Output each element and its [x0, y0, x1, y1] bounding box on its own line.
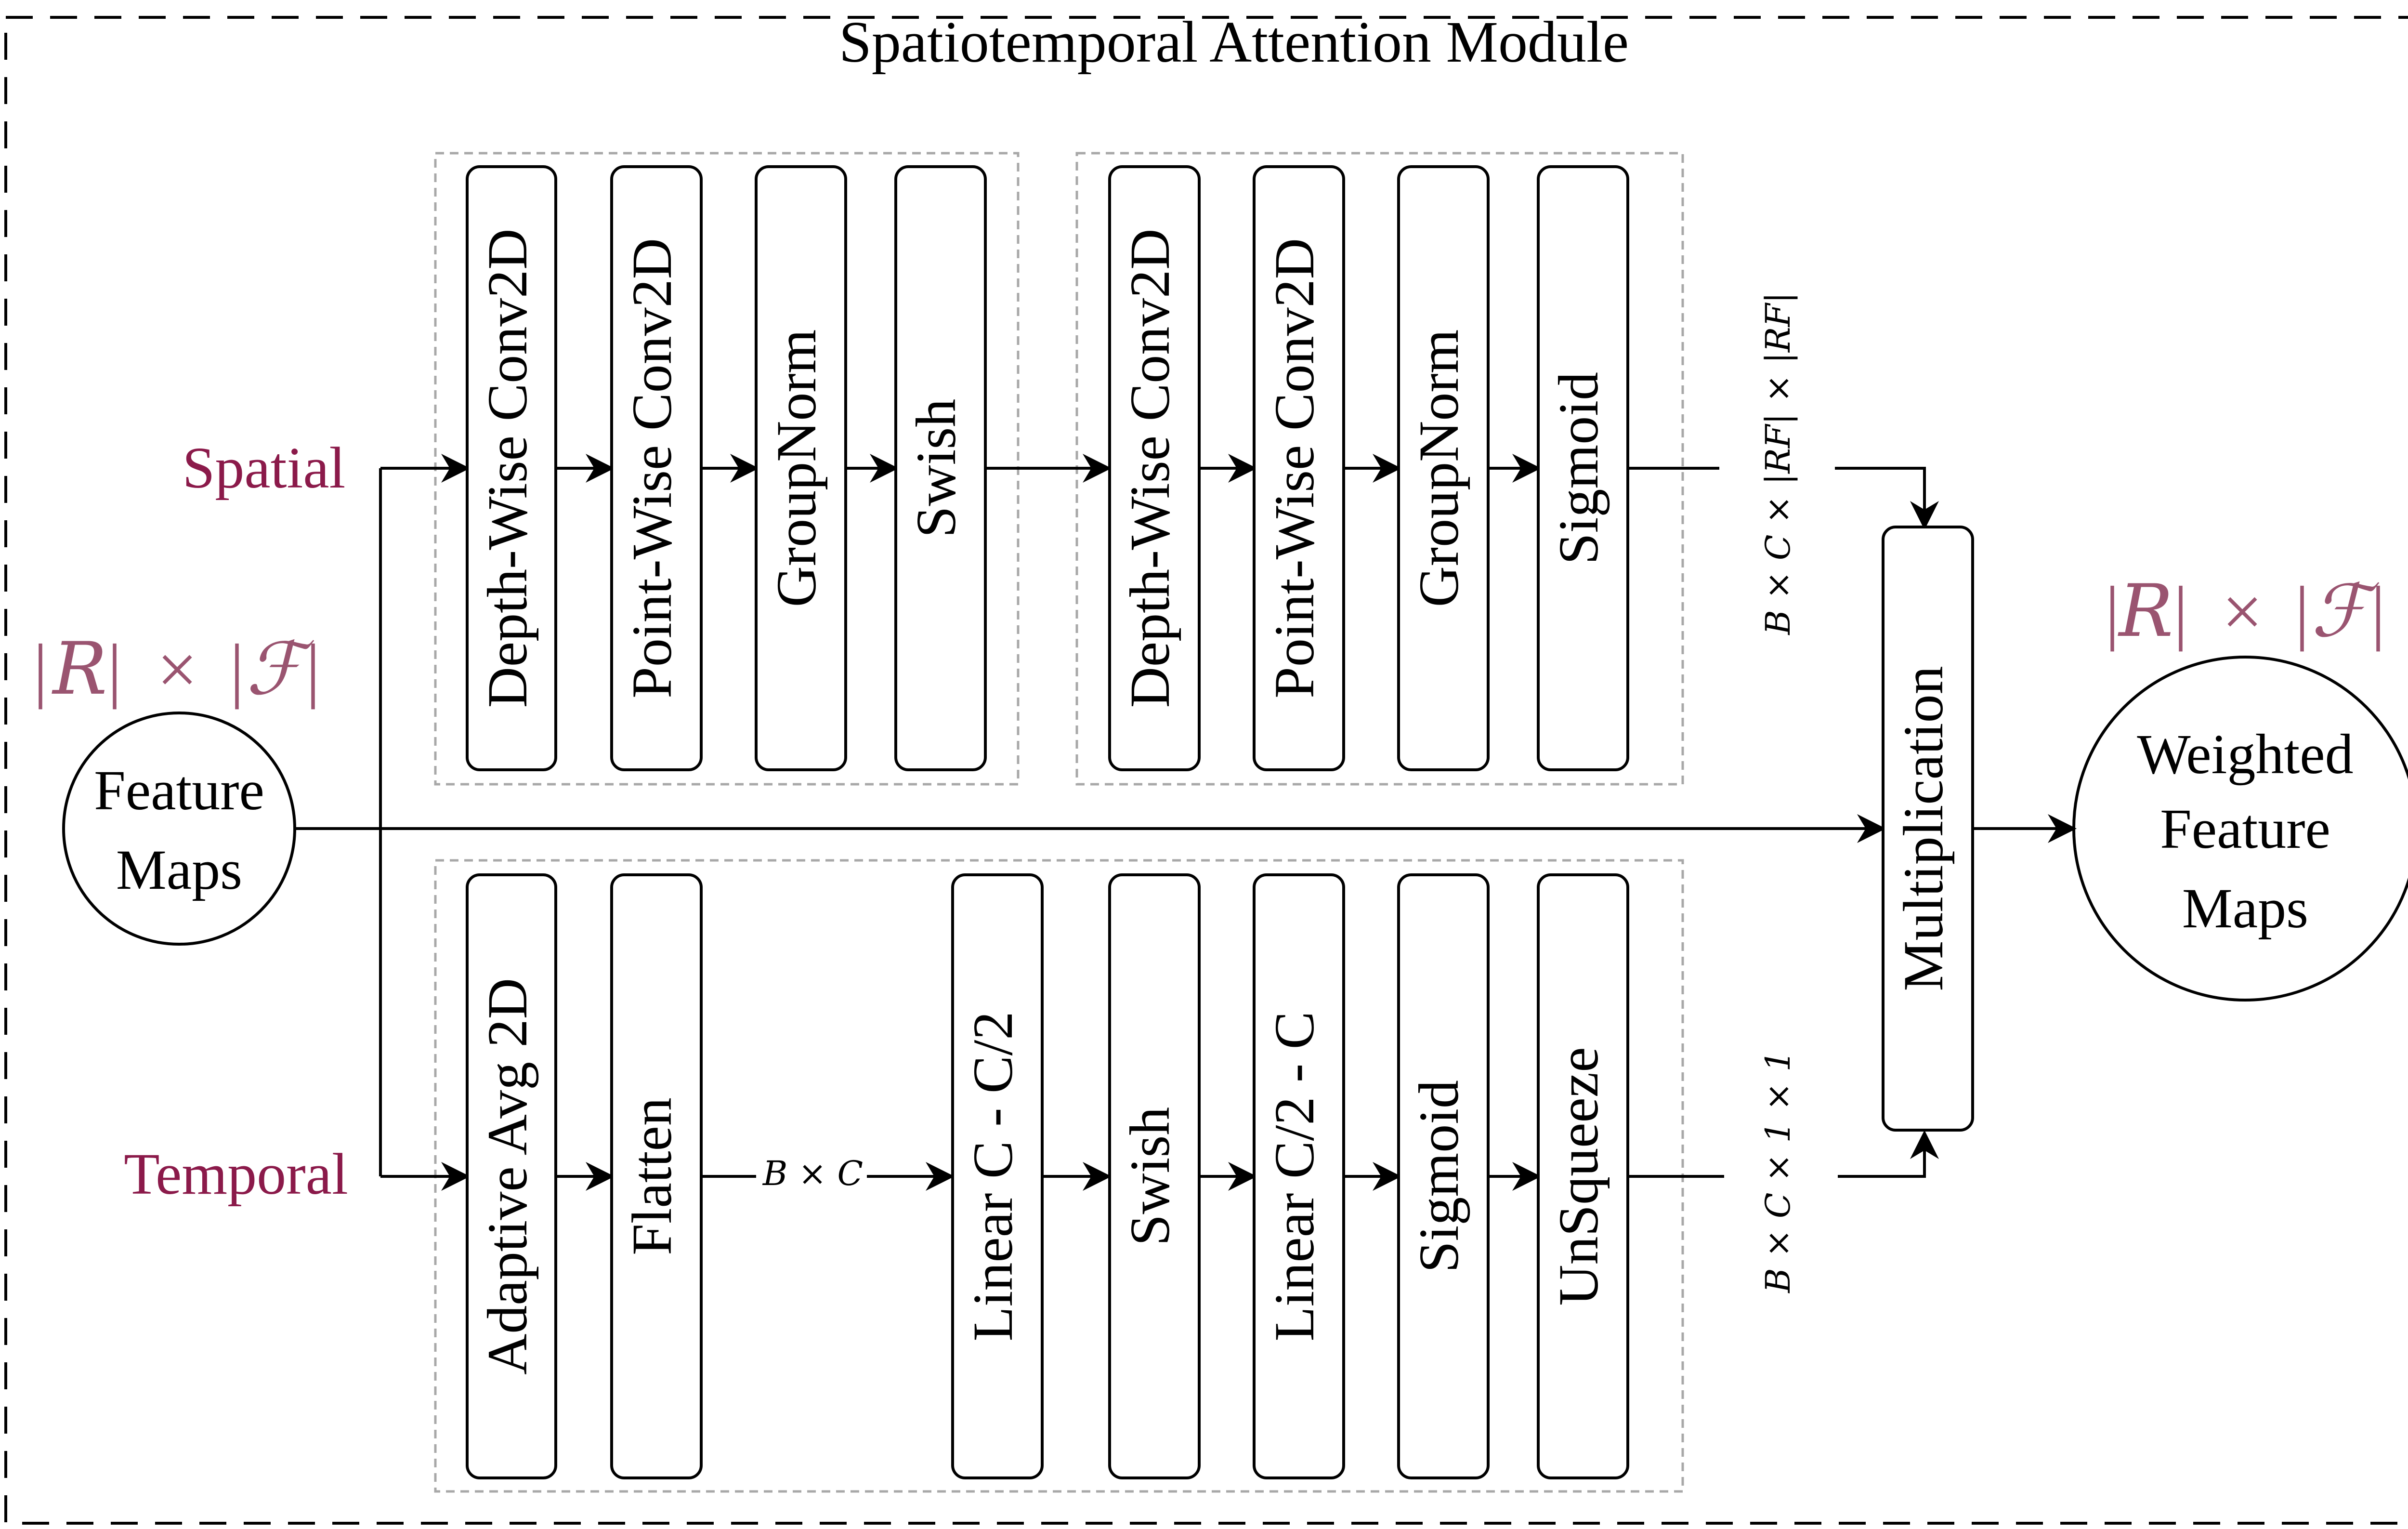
temporal-block-7-label: UnSqueeze: [1547, 1047, 1610, 1305]
input-dim-bar-2: |: [107, 630, 122, 710]
input-dim-r: R: [52, 627, 107, 711]
multiplication-block: Multiplication: [1882, 526, 1974, 1132]
temporal-block-4: Swish: [1108, 873, 1201, 1479]
spatial-block-4-label: Swish: [904, 399, 968, 538]
spatial-block-8-label: Sigmoid: [1547, 372, 1610, 565]
flatten-output-dim: B × C: [762, 1154, 863, 1193]
temporal-block-7: UnSqueeze: [1537, 873, 1629, 1479]
temporal-block-2-label: Flatten: [620, 1097, 683, 1255]
spatial-branch-label: Spatial: [183, 435, 346, 501]
output-label-line2: Feature: [2160, 797, 2330, 860]
output-dim-bar-3: |: [2295, 572, 2309, 652]
spatial-block-5-label: Depth-Wise Conv2D: [1118, 229, 1181, 708]
temporal-block-6: Sigmoid: [1397, 873, 1490, 1479]
output-label-line3: Maps: [2182, 877, 2308, 940]
temporal-branch-label: Temporal: [124, 1142, 348, 1207]
temporal-output-dim: B × C × 1 × 1: [1758, 1050, 1798, 1294]
temporal-block-2: Flatten: [610, 873, 703, 1479]
output-dim-bar-4: |: [2371, 572, 2385, 652]
spatial-block-6-label: Point-Wise Conv2D: [1263, 238, 1326, 699]
output-dim-bar-1: |: [2105, 572, 2120, 652]
input-label-line2: Maps: [116, 838, 242, 901]
connectors: [296, 454, 2077, 1191]
output-weighted-feature-maps: Weighted Feature Maps: [2072, 656, 2408, 1002]
module-frame: [4, 16, 2408, 1525]
input-dim-bar-3: |: [230, 630, 244, 710]
output-dim-times: ×: [2222, 572, 2263, 652]
temporal-block-3: Linear C - C/2: [951, 873, 1044, 1479]
spatial-output-dim: B × C × |RF| × |RF|: [1758, 292, 1798, 635]
spatial-block-2: Point-Wise Conv2D: [610, 165, 703, 771]
spatial-block-5: Depth-Wise Conv2D: [1108, 165, 1201, 771]
temporal-block-6-label: Sigmoid: [1407, 1080, 1470, 1273]
input-dim-f: ℱ: [246, 627, 314, 711]
spatial-block-6: Point-Wise Conv2D: [1253, 165, 1345, 771]
output-dim-r: R: [2118, 569, 2173, 653]
spatial-block-7-label: GroupNorm: [1407, 330, 1470, 607]
spatial-block-8: Sigmoid: [1537, 165, 1629, 771]
input-dimension: | R | × | ℱ |: [33, 627, 320, 711]
output-dimension: | R | × | ℱ |: [2105, 569, 2385, 653]
spatial-block-3-label: GroupNorm: [765, 330, 828, 607]
input-feature-maps: Feature Maps: [62, 712, 296, 946]
spatial-block-3: GroupNorm: [755, 165, 847, 771]
temporal-block-1: Adaptive Avg 2D: [466, 873, 557, 1479]
input-label-line1: Feature: [94, 759, 264, 822]
output-dim-f: ℱ: [2311, 569, 2380, 653]
spatial-block-4: Swish: [894, 165, 987, 771]
temporal-out-arrow: [1838, 1130, 1939, 1178]
input-dim-bar-4: |: [306, 630, 320, 710]
temporal-block-4-label: Swish: [1118, 1107, 1181, 1246]
output-label-line1: Weighted: [2137, 723, 2353, 786]
temporal-block-5: Linear C/2 - C: [1253, 873, 1345, 1479]
temporal-block-3-label: Linear C - C/2: [961, 1012, 1024, 1342]
input-dim-times: ×: [157, 630, 198, 710]
input-dim-bar-1: |: [33, 630, 48, 710]
multiplication-label: Multiplication: [1892, 666, 1955, 991]
spatial-block-7: GroupNorm: [1397, 165, 1490, 771]
spatial-block-1-label: Depth-Wise Conv2D: [476, 229, 539, 708]
temporal-block-5-label: Linear C/2 - C: [1263, 1012, 1326, 1342]
spatial-out-arrow: [1835, 467, 1939, 530]
temporal-block-1-label: Adaptive Avg 2D: [476, 978, 539, 1375]
spatial-block-2-label: Point-Wise Conv2D: [620, 238, 683, 699]
module-title: Spatiotemporal Attention Module: [839, 10, 1629, 75]
output-dim-bar-2: |: [2173, 572, 2188, 652]
spatial-block-1: Depth-Wise Conv2D: [466, 165, 557, 771]
